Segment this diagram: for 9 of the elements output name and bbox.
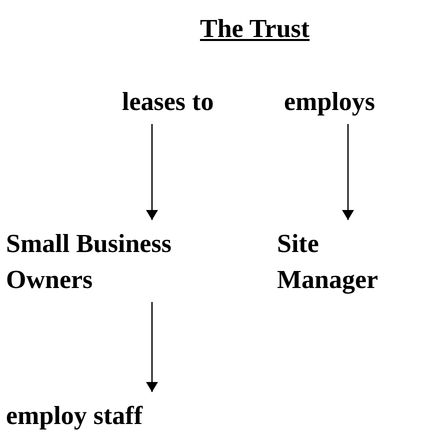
arrow (342, 124, 354, 220)
node-label: Site Manager (277, 228, 380, 296)
arrow (146, 124, 158, 220)
arrow (146, 302, 158, 392)
node-label: employs (284, 86, 376, 118)
node-label: leases to (122, 86, 215, 118)
node-label: Small Business Owners (6, 228, 172, 296)
title: The Trust (200, 13, 310, 45)
node-label: employ staff (6, 400, 144, 432)
